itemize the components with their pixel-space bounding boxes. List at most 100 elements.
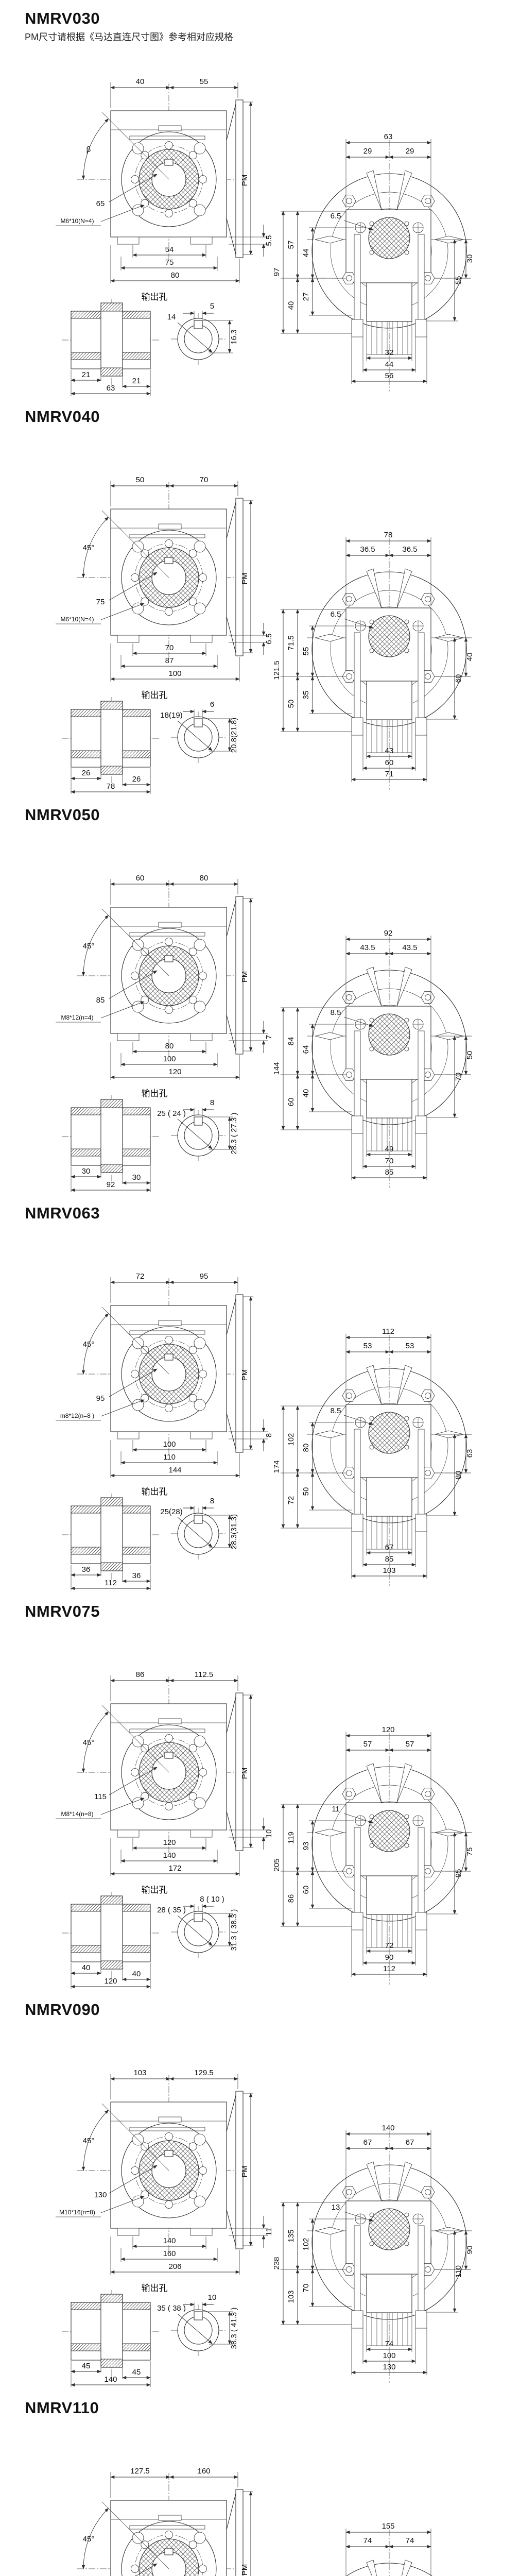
keyhole-dia-label: 35 ( 38 ) <box>157 2304 186 2313</box>
shaft-dim-left: 40 <box>82 1963 91 1972</box>
output-hole-title: 输出孔 <box>142 2283 168 2293</box>
pm-label: PM <box>240 1369 249 1381</box>
angle-label: 45° <box>83 1738 95 1747</box>
foot-height-label: 6.5 <box>265 634 273 645</box>
drawing-area: 127.5 160 PM 45° 165 M10*18(n=8 ) 170 20… <box>0 2389 520 2576</box>
dim-bottom-1: 54 <box>165 245 174 254</box>
front-height-lower: 86 <box>287 1894 296 1903</box>
keyway-width-label: 5 <box>210 302 214 311</box>
keyway-height-label: 38.3 ( 41.3 ) <box>230 2308 238 2349</box>
front-bottom-1: 67 <box>385 1543 394 1552</box>
pm-label: PM <box>240 175 249 187</box>
shaft-dim-left: 45 <box>82 2362 91 2370</box>
dim-top1: 72 <box>136 1272 145 1281</box>
output-hole-title: 输出孔 <box>142 1487 168 1497</box>
technical-drawing: 86 112.5 PM 45° 115 M8*14(n=8) 120 140 1… <box>56 1670 474 1989</box>
front-height-upper: 71.5 <box>287 635 296 650</box>
front-height-total: 97 <box>272 268 281 277</box>
front-bottom-3: 85 <box>385 1168 394 1177</box>
drawing-area: 86 112.5 PM 45° 115 M8*14(n=8) 120 140 1… <box>0 1593 520 1991</box>
front-bottom-2: 70 <box>385 1157 394 1165</box>
front-bottom-3: 130 <box>383 2363 395 2371</box>
front-half-left: 57 <box>363 1740 372 1749</box>
front-right-dim-1: 30 <box>465 255 474 263</box>
keyway-width-label: 10 <box>208 2293 217 2302</box>
front-bottom-2: 85 <box>385 1555 394 1564</box>
angle-label: 45° <box>83 942 95 951</box>
side-view-drawing: 60 80 PM 45° 85 M8*12(n=4) 80 100 120 7 <box>56 874 273 1080</box>
mount-hole-dia-label: 6.5 <box>331 212 341 221</box>
front-bottom-1: 49 <box>385 1145 394 1154</box>
dim-bottom-2: 100 <box>163 1055 176 1063</box>
output-hole-title: 输出孔 <box>142 1089 168 1098</box>
model-section-nmrv110: NMRV110 <box>0 2389 520 2576</box>
front-right-dim-2: 80 <box>454 1471 463 1480</box>
dim-bottom-2: 110 <box>163 1453 176 1462</box>
front-half-left: 67 <box>363 2138 372 2147</box>
thread-spec-label: M10*16(n=8) <box>59 2209 95 2216</box>
shaft-dim-left: 30 <box>82 1167 91 1176</box>
pm-label: PM <box>240 573 249 585</box>
drawing-area: 103 129.5 PM 45° 130 M10*16(n=8) 140 160… <box>0 1991 520 2389</box>
dim-bottom-2: 75 <box>165 258 174 267</box>
dim-top1: 103 <box>133 2069 146 2077</box>
front-half-right: 36.5 <box>402 545 417 554</box>
shaft-dim-right: 45 <box>132 2368 141 2377</box>
front-height-upper: 102 <box>287 1433 296 1446</box>
side-view-drawing: 127.5 160 PM 45° 165 M10*18(n=8 ) 170 20… <box>77 2467 254 2576</box>
front-right-dim-1: 50 <box>465 1051 474 1060</box>
shaft-dim-total: 63 <box>107 384 115 393</box>
keyhole-dia-label: 28 ( 35 ) <box>157 1906 186 1914</box>
model-title: NMRV050 <box>25 806 100 824</box>
technical-drawing: 50 70 PM 45° 75 M6*10(N=4) 70 87 100 6.5… <box>56 476 474 794</box>
side-view-drawing: 86 112.5 PM 45° 115 M8*14(n=8) 120 140 1… <box>56 1670 273 1876</box>
technical-drawing: 127.5 160 PM 45° 165 M10*18(n=8 ) 170 20… <box>77 2467 432 2576</box>
bore-dia-label: 115 <box>94 1792 107 1801</box>
output-hole-title: 输出孔 <box>142 292 168 302</box>
output-hole-drawing: 输出孔 36 36 112 8 <box>62 1487 238 1590</box>
shaft-dim-right: 30 <box>132 1173 141 1182</box>
keyhole-dia-label: 14 <box>167 313 176 321</box>
front-half-right: 29 <box>406 147 414 156</box>
front-height-lower: 50 <box>287 700 296 708</box>
front-view-drawing: 140 67 67 13 238 135 103 102 70 90 110 7… <box>272 2124 474 2383</box>
bore-dia-label: 75 <box>96 598 105 606</box>
shaft-dim-total: 120 <box>104 1977 117 1986</box>
dim-top1: 40 <box>136 77 145 86</box>
model-section-nmrv090: NMRV090 <box>0 1991 520 2389</box>
front-width-label: 92 <box>384 929 393 938</box>
front-right-dim-1: 90 <box>465 2246 474 2255</box>
front-height-lower: 60 <box>287 1098 296 1107</box>
shaft-dim-left: 26 <box>82 769 91 777</box>
front-width-label: 112 <box>382 1327 394 1336</box>
front-height-inner-upper: 102 <box>302 2238 310 2250</box>
model-section-nmrv075: NMRV075 <box>0 1593 520 1991</box>
dim-top2: 129.5 <box>194 2069 214 2077</box>
front-half-left: 36.5 <box>360 545 375 554</box>
front-height-inner-upper: 80 <box>302 1444 310 1452</box>
front-half-left: 74 <box>363 2536 372 2545</box>
foot-height-label: 8 <box>265 1433 273 1437</box>
keyway-height-label: 31.3 ( 38.3 ) <box>230 1909 238 1951</box>
drawing-area: 60 80 PM 45° 85 M8*12(n=4) 80 100 120 7 … <box>0 796 520 1195</box>
shaft-dim-right: 26 <box>132 775 141 784</box>
angle-label: 45° <box>83 1340 95 1349</box>
output-hole-title: 输出孔 <box>142 690 168 700</box>
output-hole-drawing: 输出孔 30 30 92 8 <box>62 1089 238 1192</box>
front-height-total: 174 <box>272 1460 281 1473</box>
shaft-dim-left: 21 <box>82 370 91 379</box>
front-half-right: 57 <box>406 1740 414 1749</box>
output-hole-drawing: 输出孔 40 40 120 8 <box>62 1885 238 1989</box>
front-height-total: 144 <box>272 1062 281 1075</box>
drawing-area: 50 70 PM 45° 75 M6*10(N=4) 70 87 100 6.5… <box>0 398 520 796</box>
front-height-lower: 40 <box>287 301 296 310</box>
dim-bottom-3: 100 <box>168 669 181 678</box>
front-bottom-2: 90 <box>385 1953 394 1962</box>
technical-drawing: 40 55 PM β 65 M6*10(N=4) 54 75 80 5.5 输出… <box>56 77 474 396</box>
front-bottom-3: 103 <box>383 1566 395 1575</box>
front-view-drawing: 155 74 74 14 295 167.5 127.5 125 85 110 … <box>345 2522 432 2576</box>
dim-bottom-1: 80 <box>165 1042 174 1050</box>
front-bottom-1: 72 <box>385 1941 394 1950</box>
model-section-nmrv050: NMRV050 <box>0 796 520 1195</box>
